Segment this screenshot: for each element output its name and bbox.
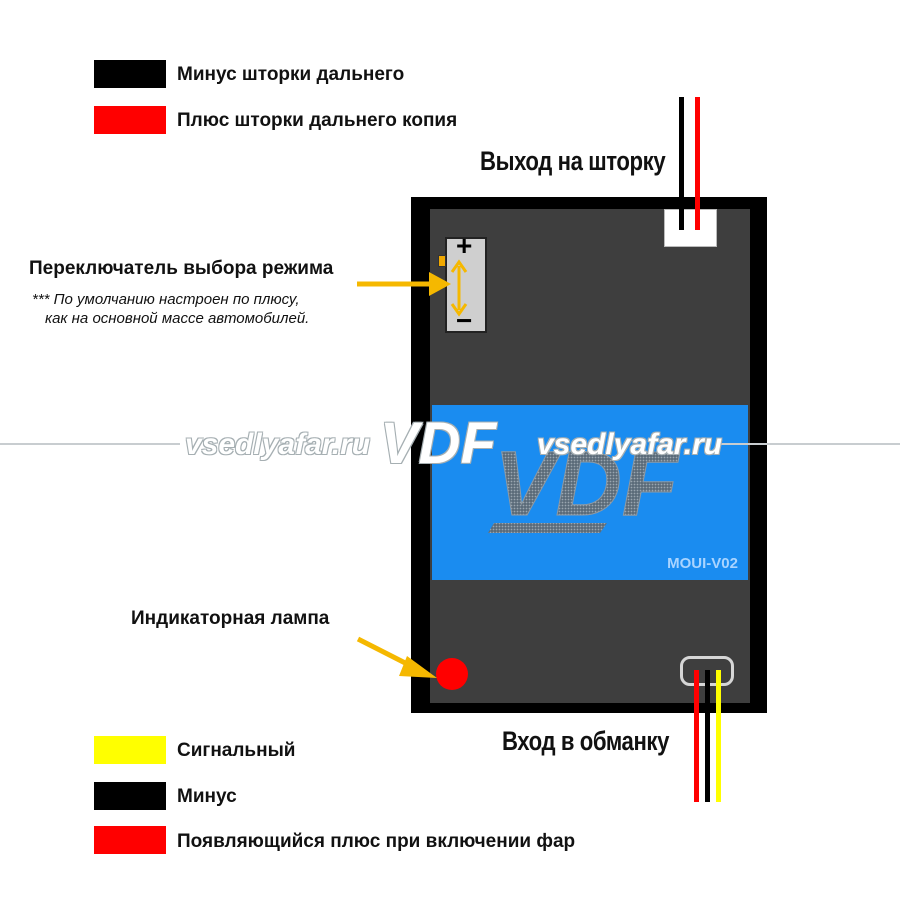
panel-logo: VDF	[488, 433, 681, 536]
indicator-lamp	[436, 658, 468, 690]
mode-switch: + −	[445, 230, 487, 336]
output-label: Выход на шторку	[480, 146, 666, 176]
watermark-logo: VDF	[380, 411, 496, 476]
watermark-site-right: vsedlyafar.ru	[537, 428, 723, 461]
switch-note-line2: как на основной массе автомобилей.	[45, 310, 310, 327]
switch-pointer-arrow	[357, 272, 451, 296]
legend-label-plus-shutter: Плюс шторки дальнего копия	[177, 110, 458, 131]
switch-label: Переключатель выбора режима	[29, 258, 334, 279]
input-wire-black	[705, 670, 710, 802]
legend-label-minus: Минус	[177, 786, 237, 807]
switch-note-line1: *** По умолчанию настроен по плюсу,	[32, 291, 300, 308]
device-label-panel: VDF MOUI-V02	[432, 405, 748, 580]
legend-swatch-black-top	[94, 60, 166, 88]
legend-label-minus-shutter: Минус шторки дальнего	[177, 64, 405, 85]
watermark-site-left: vsedlyafar.ru	[185, 428, 371, 461]
input-label: Вход в обманку	[502, 726, 669, 756]
legend-swatch-red-bottom	[94, 826, 166, 854]
switch-plus-sign: +	[456, 230, 473, 261]
legend-label-signal: Сигнальный	[177, 740, 296, 761]
switch-double-arrow	[450, 259, 468, 317]
switch-toggle-knob	[438, 255, 446, 267]
output-wire-black	[679, 97, 684, 230]
legend-swatch-yellow	[94, 736, 166, 764]
input-wire-red	[694, 670, 699, 802]
output-wire-red	[695, 97, 700, 230]
watermark-line-left	[0, 443, 180, 445]
watermark-line-right	[716, 443, 900, 445]
model-name: MOUI-V02	[667, 555, 738, 572]
legend-swatch-black-bottom	[94, 782, 166, 810]
input-wire-yellow	[716, 670, 721, 802]
legend-swatch-red-top	[94, 106, 166, 134]
legend-label-headlight-plus: Появляющийся плюс при включении фар	[177, 831, 576, 852]
lamp-label: Индикаторная лампа	[131, 608, 330, 629]
output-connector	[664, 209, 717, 247]
panel-logo-text: VDF	[494, 433, 681, 535]
lamp-pointer-arrow	[356, 636, 437, 678]
